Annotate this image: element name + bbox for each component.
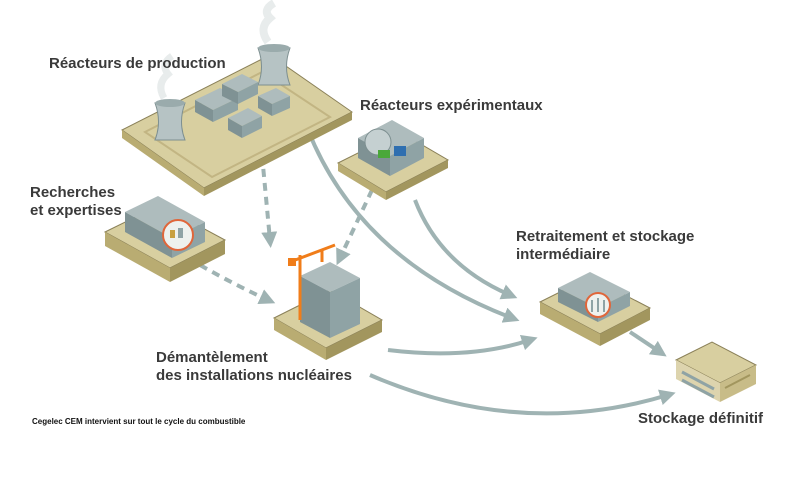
label-production-reactors: Réacteurs de production	[49, 55, 226, 72]
reprocessing-site	[538, 272, 652, 346]
caption: Cegelec CEM intervient sur tout le cycle…	[32, 417, 246, 426]
label-research-line2: et expertises	[30, 202, 122, 219]
label-dismantling-line2: des installations nucléaires	[156, 367, 352, 384]
arrow-experimental-to-dismantling	[336, 189, 374, 266]
arrow-reprocessing-to-final	[628, 330, 667, 357]
crane-icon	[289, 243, 336, 320]
arrow-production-to-reprocessing	[306, 129, 520, 323]
production-reactors-site	[121, 0, 353, 196]
blue-equipment-icon	[394, 146, 406, 156]
cooling-tower-right-icon	[257, 0, 291, 86]
research-site	[103, 196, 227, 282]
arrow-production-to-dismantling	[260, 154, 278, 248]
arrow-dismantling-to-reprocessing	[387, 334, 538, 356]
final-storage-site	[674, 341, 758, 402]
cooling-tower-left-icon	[154, 53, 186, 141]
dismantling-site	[272, 243, 384, 360]
arrow-research-to-dismantling	[199, 263, 276, 304]
experimental-reactors-site	[336, 120, 450, 200]
arrow-dismantling-to-final	[369, 373, 676, 416]
label-final-storage: Stockage définitif	[638, 410, 764, 427]
label-experimental-reactors: Réacteurs expérimentaux	[360, 97, 543, 114]
label-research-line1: Recherches	[30, 184, 116, 201]
label-reprocessing-line2: intermédiaire	[516, 246, 611, 263]
flow-arrows	[199, 129, 676, 416]
reactor-buildings-icon	[195, 74, 290, 138]
label-dismantling-line1: Démantèlement	[156, 349, 268, 366]
green-equipment-icon	[378, 150, 390, 158]
label-reprocessing-line1: Retraitement et stockage	[516, 228, 695, 245]
arrow-experimental-to-reprocessing	[413, 199, 518, 300]
